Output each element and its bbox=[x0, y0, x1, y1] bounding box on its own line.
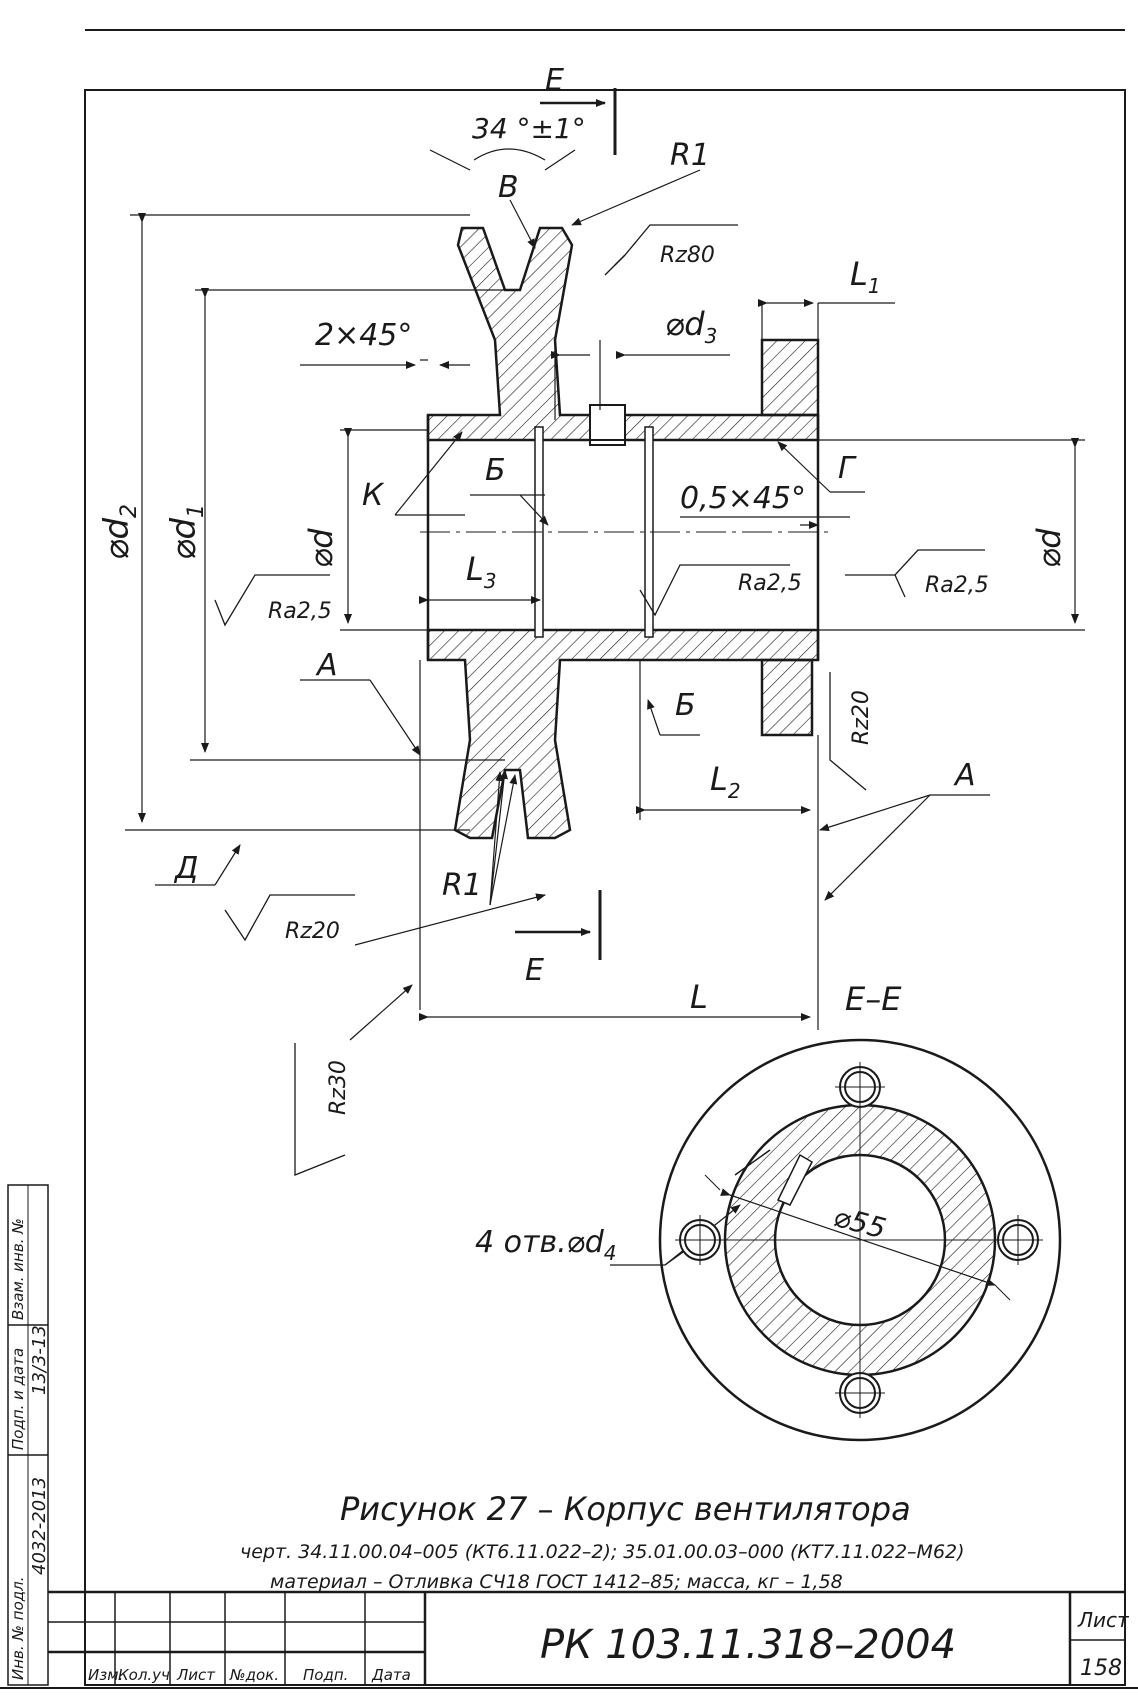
section-mark-bottom: Е bbox=[525, 953, 544, 988]
a-label-right: А bbox=[953, 758, 976, 793]
roughness-rz20-bottom: Rz20 bbox=[285, 919, 340, 944]
holes-label: 4 отв.⌀d4 bbox=[475, 1225, 617, 1265]
b-label-top: Б bbox=[485, 453, 506, 488]
caption-line1: черт. 34.11.00.04–005 (КТ6.11.022–2); 35… bbox=[240, 1541, 965, 1563]
tb-header-izm: Изм. bbox=[88, 1666, 123, 1684]
inv-value: 4032-2013 bbox=[29, 1477, 50, 1575]
roughness-rz80: Rz80 bbox=[660, 243, 715, 268]
sheet-frame bbox=[0, 29, 1138, 1689]
tb-header-ndok: №док. bbox=[229, 1666, 279, 1684]
angle-dim: 34 °±1° bbox=[472, 112, 586, 145]
roughness-rz20-right: Rz20 bbox=[849, 690, 874, 745]
tb-header-podp: Подп. bbox=[303, 1666, 348, 1684]
margin-stamp: Взам. инв. № Подп. и дата 13/3-13 Инв. №… bbox=[7, 1184, 50, 1686]
section-view-label: Е–Е bbox=[845, 980, 902, 1018]
roughness-ra-left: Ra2,5 bbox=[268, 599, 332, 624]
document-number: РК 103.11.318–2004 bbox=[540, 1622, 956, 1668]
chamfer-dim: 2×45° bbox=[315, 318, 412, 353]
sheet-number: 158 bbox=[1080, 1656, 1122, 1681]
roughness-ra-right: Ra2,5 bbox=[925, 573, 989, 598]
drawing-labels: Е Е Е–Е 34 °±1° В R1 2×45° ⌀d3 L1 К Б 0,… bbox=[97, 63, 1068, 1265]
l-dim: L bbox=[690, 978, 708, 1016]
title-block bbox=[48, 1590, 1125, 1685]
r1-top: R1 bbox=[670, 138, 710, 173]
dimension-lines bbox=[125, 148, 1085, 1030]
sheet-label: Лист bbox=[1077, 1608, 1130, 1632]
pulley-section bbox=[420, 226, 830, 840]
vzam-label: Взам. инв. № bbox=[9, 1218, 27, 1320]
chamfer-small: 0,5×45° bbox=[680, 481, 806, 516]
d3-dim: ⌀d3 bbox=[665, 305, 717, 348]
tb-header-koluch: Кол.уч bbox=[118, 1666, 170, 1684]
l3-dim: L3 bbox=[466, 550, 497, 593]
d2-dim: ⌀d2 bbox=[97, 504, 142, 560]
leader-lines bbox=[155, 169, 990, 1266]
section-view-ee bbox=[658, 1038, 1062, 1442]
sign-label: Подп. и дата bbox=[9, 1348, 27, 1450]
r1-bottom: R1 bbox=[442, 868, 482, 903]
figure-caption: Рисунок 27 – Корпус вентилятора черт. 34… bbox=[240, 1490, 965, 1593]
sign-value: 13/3-13 bbox=[29, 1325, 50, 1395]
roughness-rz30: Rz30 bbox=[326, 1060, 351, 1115]
l1-dim: L1 bbox=[850, 255, 881, 298]
k-label: К bbox=[362, 478, 385, 513]
roughness-ra-mid: Ra2,5 bbox=[738, 571, 802, 596]
d1-dim: ⌀d1 bbox=[164, 504, 209, 560]
tb-header-list: Лист bbox=[176, 1666, 216, 1684]
d-label: Д bbox=[173, 851, 198, 886]
inv-label: Инв. № подл. bbox=[9, 1577, 27, 1680]
section-mark-top: Е bbox=[545, 63, 564, 98]
d-left: ⌀d bbox=[302, 528, 340, 568]
title-block-text: Изм. Кол.уч Лист №док. Подп. Дата РК 103… bbox=[88, 1608, 1130, 1684]
d-right: ⌀d bbox=[1030, 528, 1068, 568]
roughness-symbols bbox=[214, 224, 985, 1176]
l2-dim: L2 bbox=[710, 760, 741, 803]
a-label-left: А bbox=[315, 648, 338, 683]
b-label-bottom: Б bbox=[675, 688, 696, 723]
tb-header-data: Дата bbox=[371, 1666, 411, 1684]
caption-line2: материал – Отливка СЧ18 ГОСТ 1412–85; ма… bbox=[270, 1571, 843, 1593]
caption-title: Рисунок 27 – Корпус вентилятора bbox=[340, 1490, 911, 1528]
groove-label: В bbox=[498, 170, 519, 205]
section-marks bbox=[515, 88, 617, 960]
g-label: Г bbox=[838, 451, 857, 486]
